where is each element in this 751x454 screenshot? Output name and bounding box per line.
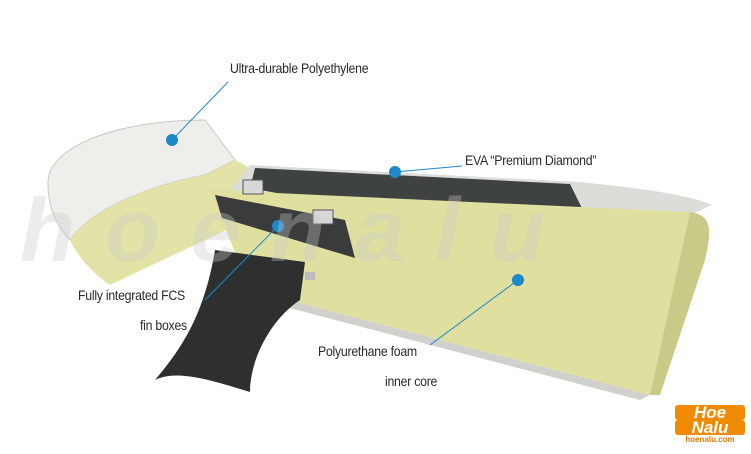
callout-dot-eva (389, 166, 401, 178)
fin-screw (305, 272, 315, 280)
logo-line1: Hoe (675, 404, 745, 421)
fin (155, 250, 305, 392)
callout-line-foam (429, 279, 519, 346)
fcs-fin-box (215, 195, 355, 258)
label-foam-line1: Polyurethane foam (318, 343, 417, 359)
callout-line-polyethylene (171, 81, 229, 141)
label-polyethylene: Ultra-durable Polyethylene (230, 60, 369, 76)
hoenalu-logo: Hoe Nalu hoenalu.com (675, 404, 745, 444)
label-fcs-line1: Fully integrated FCS (78, 287, 186, 303)
logo-url: hoenalu.com (685, 435, 735, 444)
label-fcs-line2: fin boxes (140, 317, 187, 333)
callout-dot-foam (512, 274, 524, 286)
board-bottom (240, 290, 650, 400)
label-eva: EVA “Premium Diamond” (465, 152, 597, 168)
fcs-plug (242, 179, 264, 195)
callout-dot-fcs (272, 220, 284, 232)
watermark: hoenalu (20, 181, 576, 281)
callout-dot-polyethylene (166, 134, 178, 146)
callout-line-eva (394, 165, 463, 173)
logo-line2: Nalu (675, 419, 745, 436)
callout-line-fcs (204, 225, 279, 301)
label-foam-line2: inner core (385, 373, 438, 389)
fcs-plug (312, 209, 334, 225)
foam-core-end (650, 212, 710, 395)
